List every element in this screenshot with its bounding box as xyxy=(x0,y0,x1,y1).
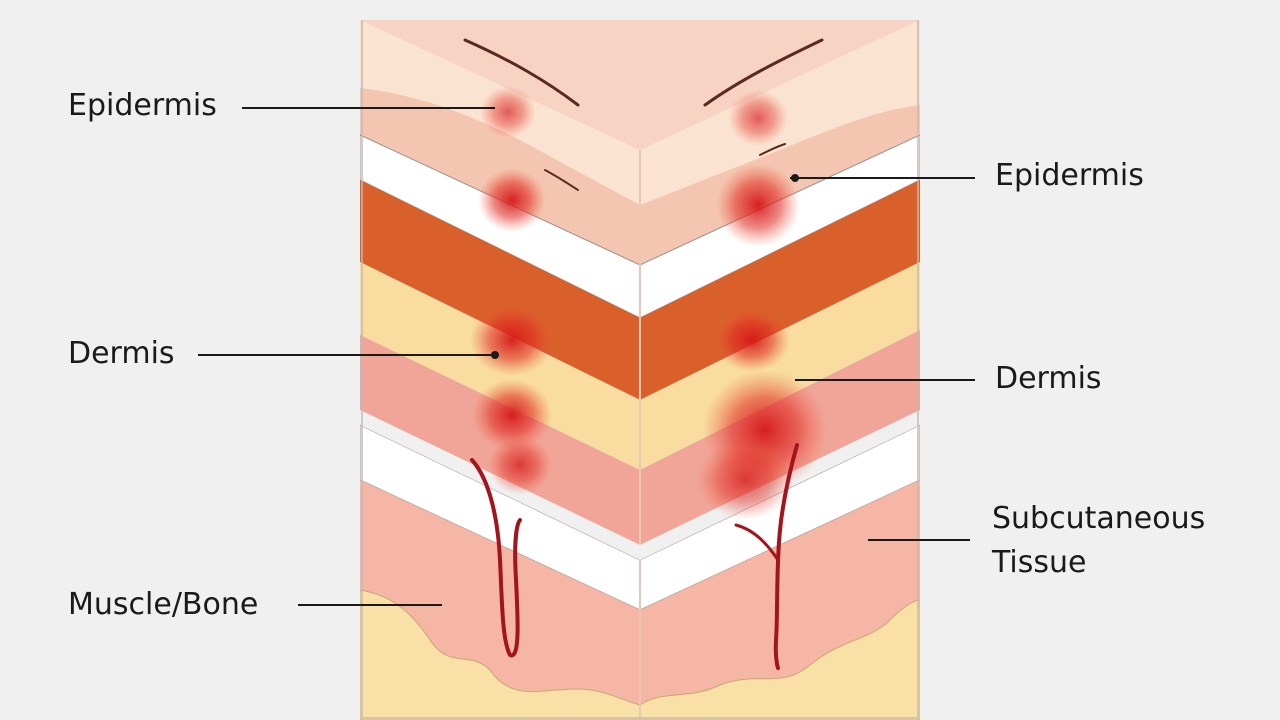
inflammation-spot xyxy=(714,308,790,372)
blood-vessel xyxy=(470,458,522,658)
inflammation-spot xyxy=(728,90,788,146)
subcutaneous-layer xyxy=(360,480,920,720)
inflammation-spot xyxy=(472,379,552,451)
blood-vessel xyxy=(734,523,780,562)
leader-dot xyxy=(791,174,799,182)
inflammation-spot xyxy=(697,440,793,520)
inflammation-spot xyxy=(470,304,554,376)
inflammation-spot xyxy=(716,163,800,247)
surface-crease xyxy=(759,143,786,156)
label-dermis-left: Dermis xyxy=(68,336,175,371)
label-subcutaneous-line2: Tissue xyxy=(992,545,1087,580)
inflammation-spot xyxy=(480,86,536,138)
label-muscle-bone: Muscle/Bone xyxy=(68,587,259,622)
label-dermis-right: Dermis xyxy=(995,361,1102,396)
surface-crease xyxy=(544,169,579,191)
inflammation-spot xyxy=(478,168,546,232)
block-outline xyxy=(361,20,919,719)
label-epidermis-left: Epidermis xyxy=(68,88,217,123)
leader-dot xyxy=(491,351,499,359)
inflammation-spot xyxy=(488,435,552,495)
surface-crease xyxy=(463,38,580,107)
label-epidermis-right: Epidermis xyxy=(995,158,1144,193)
top-surface xyxy=(362,20,918,152)
label-subcutaneous-line1: Subcutaneous xyxy=(992,501,1206,536)
surface-crease xyxy=(703,38,824,107)
blood-vessel xyxy=(773,443,799,670)
